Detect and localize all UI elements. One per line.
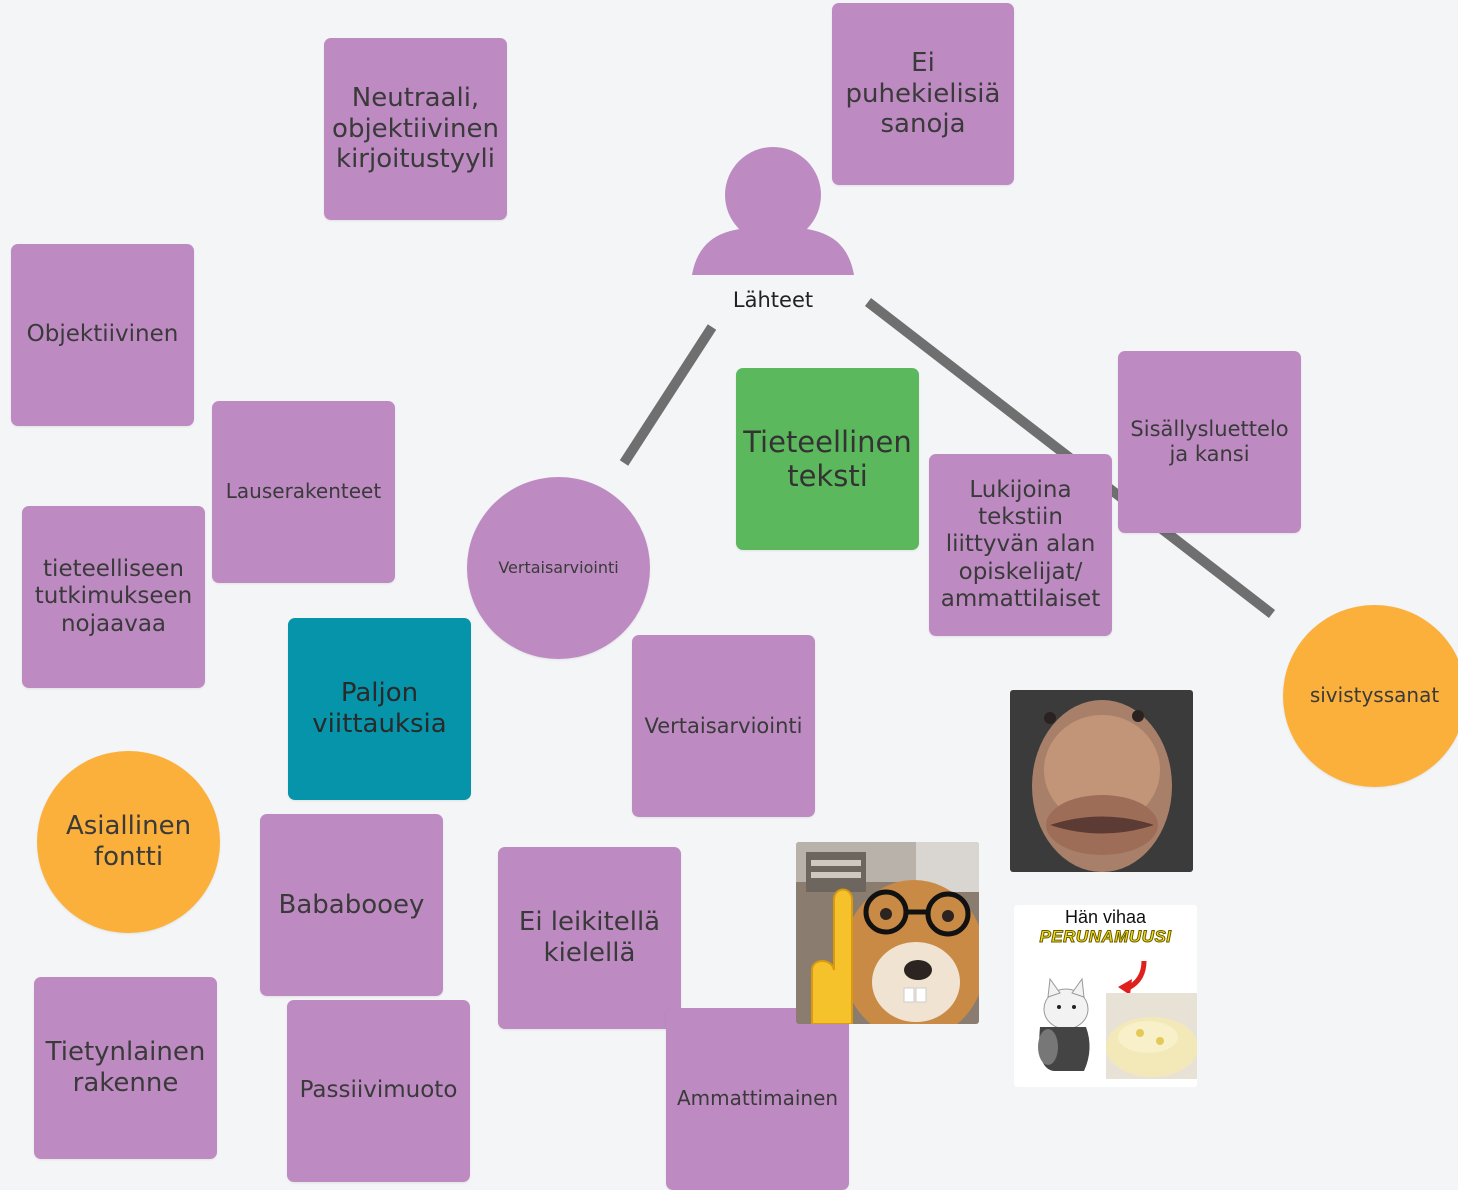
note-tieteellinen-teksti-text: Tieteellinen teksti xyxy=(743,424,912,493)
note-passiivimuoto[interactable]: Passiivimuoto xyxy=(287,1000,470,1182)
note-lauserakenteet-text: Lauserakenteet xyxy=(225,479,382,504)
note-tieteelliseen-text: tieteelliseen tutkimukseen nojaavaa xyxy=(34,556,193,637)
note-sisallysluettelo-text: Sisällysluettelo ja kansi xyxy=(1130,417,1289,466)
fish-face-image[interactable] xyxy=(1010,690,1193,872)
fish-face-picture xyxy=(1010,690,1193,872)
note-bababooey[interactable]: Bababooey xyxy=(260,814,443,996)
person-icon xyxy=(692,147,854,275)
note-sisallysluettelo[interactable]: Sisällysluettelo ja kansi xyxy=(1118,351,1301,533)
note-neutraali-text: Neutraali, objektiivinen kirjoitustyyli xyxy=(332,82,499,175)
person-label: Lähteet xyxy=(732,288,814,312)
note-vertaisarviointi-box-text: Vertaisarviointi xyxy=(644,713,803,738)
note-objektiivinen[interactable]: Objektiivinen xyxy=(11,244,194,426)
dog-glasses-image[interactable] xyxy=(796,842,979,1024)
note-paljon-viittauksia-text: Paljon viittauksia xyxy=(312,678,447,739)
meme-cat-image[interactable]: Hän vihaa PERUNAMUUSI xyxy=(1014,905,1197,1087)
note-lukijoina[interactable]: Lukijoina tekstiin liittyvän alan opiske… xyxy=(929,454,1112,636)
note-paljon-viittauksia[interactable]: Paljon viittauksia xyxy=(288,618,471,800)
meme-cat-picture xyxy=(1038,960,1197,1079)
note-ei-puhekielisia-text: Ei puhekielisiä sanoja xyxy=(845,47,1001,140)
note-asiallinen-fontti-text: Asiallinen fontti xyxy=(65,811,192,872)
note-ammattimainen-text: Ammattimainen xyxy=(676,1086,839,1111)
note-vertaisarviointi-circle[interactable]: Vertaisarviointi xyxy=(467,477,650,659)
note-ei-leikitella[interactable]: Ei leikitellä kielellä xyxy=(498,847,681,1029)
dog-glasses-picture xyxy=(796,842,979,1024)
note-objektiivinen-text: Objektiivinen xyxy=(26,321,179,348)
note-tieteellinen-teksti[interactable]: Tieteellinen teksti xyxy=(736,368,919,550)
note-lauserakenteet[interactable]: Lauserakenteet xyxy=(212,401,395,583)
note-sivistyssanat[interactable]: sivistyssanat xyxy=(1283,605,1458,787)
note-neutraali[interactable]: Neutraali, objektiivinen kirjoitustyyli xyxy=(324,38,507,220)
meme-line1: Hän vihaa xyxy=(1064,907,1147,927)
meme-line2: PERUNAMUUSI xyxy=(1039,927,1172,947)
note-vertaisarviointi-box[interactable]: Vertaisarviointi xyxy=(632,635,815,817)
note-asiallinen-fontti[interactable]: Asiallinen fontti xyxy=(37,751,220,933)
note-tietynlainen-text: Tietynlainen rakenne xyxy=(45,1037,206,1098)
note-sivistyssanat-text: sivistyssanat xyxy=(1309,683,1440,708)
note-bababooey-text: Bababooey xyxy=(278,889,425,920)
connector-line-left xyxy=(619,324,717,466)
note-vertaisarviointi-circle-text: Vertaisarviointi xyxy=(498,557,619,577)
note-ei-leikitella-text: Ei leikitellä kielellä xyxy=(518,907,661,968)
note-tietynlainen[interactable]: Tietynlainen rakenne xyxy=(34,977,217,1159)
note-lukijoina-text: Lukijoina tekstiin liittyvän alan opiske… xyxy=(940,477,1101,612)
note-tieteelliseen[interactable]: tieteelliseen tutkimukseen nojaavaa xyxy=(22,506,205,688)
note-ammattimainen[interactable]: Ammattimainen xyxy=(666,1008,849,1190)
note-passiivimuoto-text: Passiivimuoto xyxy=(299,1077,458,1104)
note-ei-puhekielisia[interactable]: Ei puhekielisiä sanoja xyxy=(832,3,1014,185)
